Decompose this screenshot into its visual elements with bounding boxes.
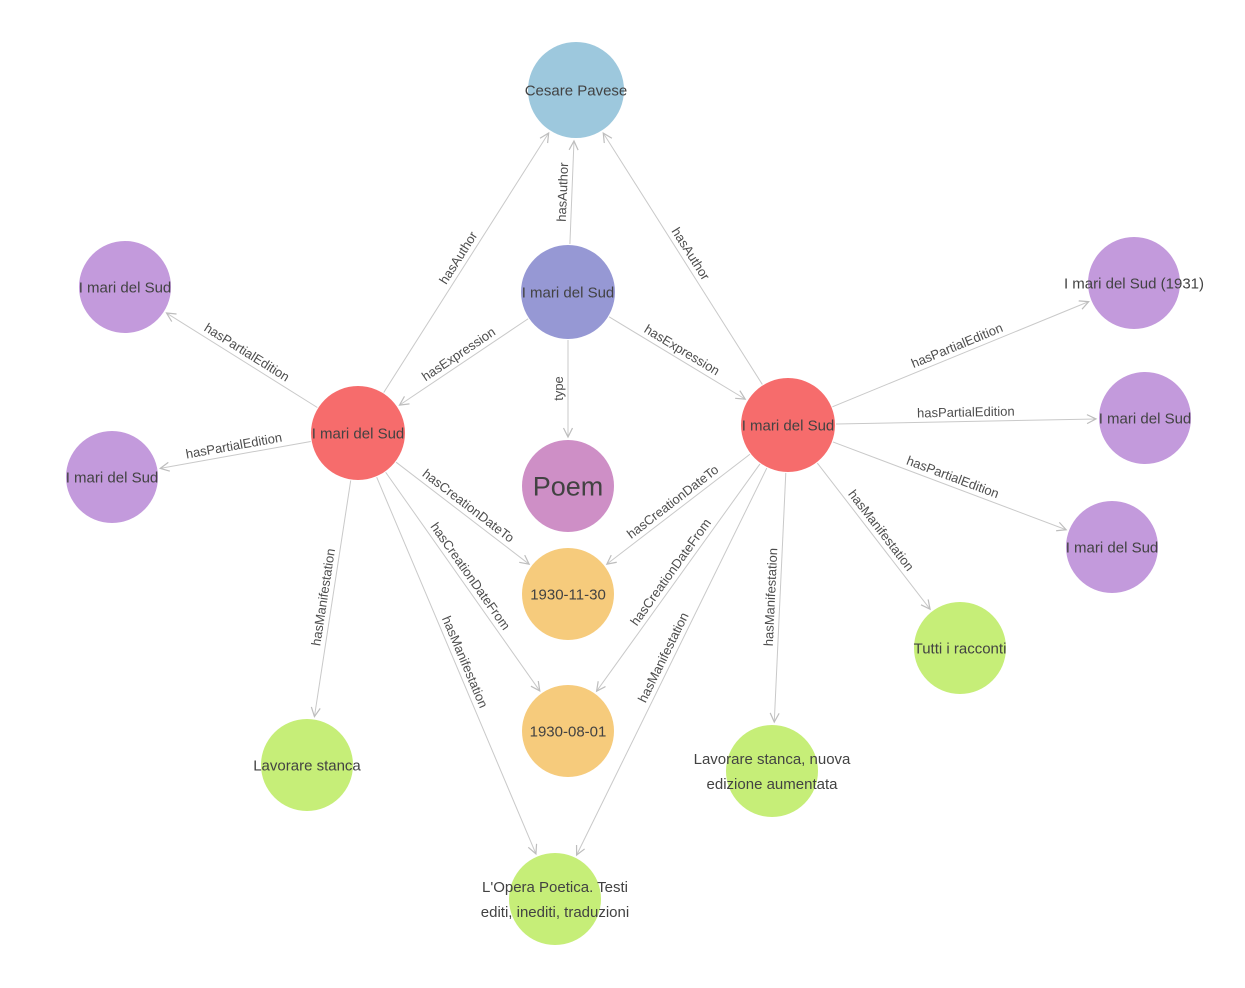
graph-node-poem[interactable]: Poem — [522, 440, 614, 532]
graph-node-work[interactable]: I mari del Sud — [521, 245, 615, 339]
graph-node-edition-right[interactable]: I mari del Sud — [1099, 372, 1192, 464]
graph-edge-hasExpression — [608, 316, 745, 399]
node-circle-edition-bottom-right[interactable] — [1066, 501, 1158, 593]
graph-edge-hasManifestation — [816, 462, 930, 609]
edge-label-hasPartialEdition: hasPartialEdition — [202, 320, 293, 385]
graph-node-manifestation-lavorare[interactable]: Lavorare stanca — [253, 719, 361, 811]
node-circle-edition-top-left[interactable] — [79, 241, 171, 333]
graph-edge-hasManifestation — [774, 472, 787, 722]
edge-label-hasManifestation: hasManifestation — [308, 547, 338, 646]
node-circle-poem[interactable] — [522, 440, 614, 532]
node-circle-edition-left[interactable] — [66, 431, 158, 523]
graph-node-edition-top-left[interactable]: I mari del Sud — [79, 241, 172, 333]
node-circle-expr-left[interactable] — [311, 386, 405, 480]
edge-label-hasPartialEdition: hasPartialEdition — [184, 430, 283, 462]
graph-edge-hasPartialEdition — [832, 441, 1066, 530]
graph-node-expr-right[interactable]: I mari del Sud — [741, 378, 835, 472]
node-circle-manifestation-lavorare[interactable] — [261, 719, 353, 811]
edge-layer — [160, 133, 1096, 855]
edge-label-hasExpression: hasExpression — [419, 324, 498, 384]
node-circle-edition-right[interactable] — [1099, 372, 1191, 464]
node-circle-pavese[interactable] — [528, 42, 624, 138]
edge-label-hasAuthor: hasAuthor — [436, 228, 481, 287]
node-layer: Cesare Pavese I mari del Sud I mari del Su… — [66, 42, 1204, 945]
graph-node-expr-left[interactable]: I mari del Sud — [311, 386, 405, 480]
graph-node-pavese[interactable]: Cesare Pavese — [525, 42, 628, 138]
graph-edge-hasPartialEdition — [835, 419, 1096, 425]
edge-label-hasAuthor: hasAuthor — [554, 162, 571, 222]
edge-label-type: type — [551, 376, 566, 401]
graph-node-manifestation-tutti[interactable]: Tutti i racconti — [914, 602, 1007, 694]
edge-label-hasManifestation: hasManifestation — [635, 610, 692, 705]
graph-edge-hasAuthor — [603, 133, 763, 385]
node-circle-edition-top-right[interactable] — [1088, 237, 1180, 329]
graph-node-edition-top-right[interactable]: I mari del Sud (1931) — [1064, 237, 1204, 329]
graph-edge-hasManifestation — [577, 467, 768, 855]
graph-node-date-from[interactable]: 1930-08-01 — [522, 685, 614, 777]
graph-edge-hasManifestation — [376, 477, 536, 854]
graph-edge-hasManifestation — [314, 480, 352, 716]
edge-label-hasManifestation: hasManifestation — [845, 487, 917, 574]
graph-node-date-to[interactable]: 1930-11-30 — [522, 548, 614, 640]
graph-edge-hasCreationDateFrom — [385, 471, 540, 691]
graph-edge-hasPartialEdition — [167, 313, 318, 408]
node-circle-expr-right[interactable] — [741, 378, 835, 472]
graph-edge-hasExpression — [400, 318, 529, 405]
graph-edge-hasAuthor — [570, 141, 574, 245]
node-circle-manifestation-lavorare-nuova[interactable] — [726, 725, 818, 817]
edge-label-hasPartialEdition: hasPartialEdition — [905, 453, 1002, 501]
edge-label-hasExpression: hasExpression — [642, 321, 723, 378]
graph-edge-hasCreationDateTo — [607, 453, 751, 564]
edge-label-layer: hasAuthor hasAuthor hasAuthor hasExpression… — [184, 162, 1014, 710]
edge-label-hasManifestation: hasManifestation — [439, 614, 491, 710]
node-circle-manifestation-tutti[interactable] — [914, 602, 1006, 694]
graph-edge-hasCreationDateFrom — [597, 463, 761, 691]
graph-edge-hasCreationDateTo — [395, 461, 529, 564]
graph-node-edition-bottom-right[interactable]: I mari del Sud — [1066, 501, 1159, 593]
edge-label-hasPartialEdition: hasPartialEdition — [917, 404, 1015, 421]
edge-label-hasPartialEdition: hasPartialEdition — [909, 320, 1005, 371]
edge-label-hasManifestation: hasManifestation — [761, 548, 781, 647]
node-circle-date-to[interactable] — [522, 548, 614, 640]
edge-label-hasAuthor: hasAuthor — [669, 225, 714, 284]
graph-node-edition-left[interactable]: I mari del Sud — [66, 431, 159, 523]
graph-edge-hasPartialEdition — [160, 440, 311, 468]
node-circle-manifestation-opera-poetica[interactable] — [509, 853, 601, 945]
graph-edge-hasAuthor — [383, 133, 549, 393]
node-circle-date-from[interactable] — [522, 685, 614, 777]
node-circle-work[interactable] — [521, 245, 615, 339]
graph-edge-hasPartialEdition — [832, 302, 1088, 408]
